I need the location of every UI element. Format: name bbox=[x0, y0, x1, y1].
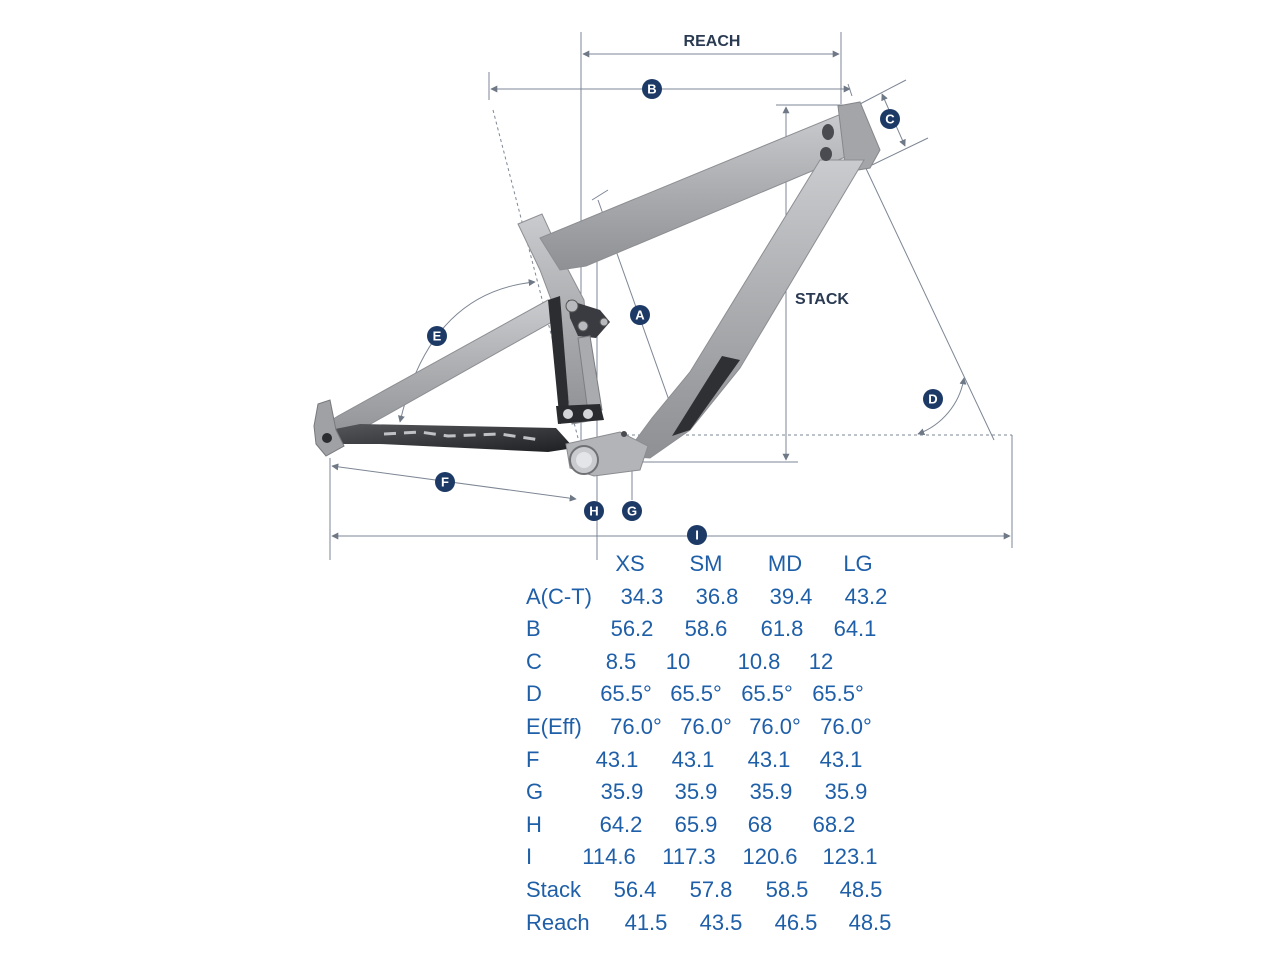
badge-g: G bbox=[622, 501, 642, 521]
bike-frame bbox=[313, 101, 881, 477]
svg-text:E: E bbox=[433, 329, 442, 344]
cell-sm: 65.9 bbox=[674, 811, 718, 837]
cell-lg: 35.9 bbox=[824, 779, 868, 805]
cell-lg: 12 bbox=[808, 648, 834, 674]
row-label: C bbox=[526, 648, 542, 674]
header-sm: SM bbox=[689, 551, 723, 576]
cell-lg: 123.1 bbox=[822, 844, 878, 870]
row-label: A(C-T) bbox=[526, 583, 592, 609]
cell-xs: 56.2 bbox=[610, 616, 654, 642]
badge-d: D bbox=[923, 389, 943, 409]
cell-md: 35.9 bbox=[749, 779, 793, 805]
cell-lg: 43.2 bbox=[844, 583, 888, 609]
cell-xs: 65.5° bbox=[600, 681, 652, 707]
cell-xs: 56.4 bbox=[613, 876, 657, 902]
badge-i: I bbox=[687, 525, 707, 545]
cell-lg: 65.5° bbox=[812, 681, 864, 707]
row-label: Stack bbox=[526, 876, 582, 902]
cell-xs: 41.5 bbox=[624, 909, 668, 935]
svg-text:I: I bbox=[695, 528, 699, 543]
row-label: D bbox=[526, 681, 542, 707]
table-header-row: XS SM MD LG bbox=[524, 548, 904, 581]
cell-sm: 57.8 bbox=[689, 876, 733, 902]
frame-geometry-diagram: REACH STACK B C A E D F H bbox=[313, 32, 1013, 560]
cell-lg: 68.2 bbox=[812, 811, 856, 837]
badge-b: B bbox=[642, 79, 662, 99]
cell-xs: 35.9 bbox=[600, 779, 644, 805]
table-row: A(C-T) 34.3 36.8 39.4 43.2 bbox=[524, 581, 904, 614]
cell-lg: 64.1 bbox=[833, 616, 877, 642]
table-row: F 43.1 43.1 43.1 43.1 bbox=[524, 744, 904, 777]
cell-lg: 48.5 bbox=[839, 876, 883, 902]
row-label: F bbox=[526, 746, 540, 772]
table-row: H 64.2 65.9 68 68.2 bbox=[524, 809, 904, 842]
table-row: Stack 56.4 57.8 58.5 48.5 bbox=[524, 874, 904, 907]
cell-sm: 58.6 bbox=[684, 616, 728, 642]
cell-md: 46.5 bbox=[774, 909, 818, 935]
svg-text:B: B bbox=[647, 82, 656, 97]
cell-xs: 34.3 bbox=[620, 583, 664, 609]
svg-text:C: C bbox=[885, 112, 895, 127]
svg-text:D: D bbox=[928, 392, 937, 407]
table-row: B 56.2 58.6 61.8 64.1 bbox=[524, 613, 904, 646]
header-lg: LG bbox=[843, 551, 873, 576]
cell-sm: 43.5 bbox=[699, 909, 743, 935]
row-label: B bbox=[526, 616, 541, 642]
cell-md: 43.1 bbox=[747, 746, 791, 772]
cell-sm: 36.8 bbox=[695, 583, 739, 609]
cell-sm: 10 bbox=[665, 648, 691, 674]
geometry-table: XS SM MD LG A(C-T) 34.3 36.8 39.4 43.2 B… bbox=[524, 548, 904, 939]
cell-xs: 64.2 bbox=[599, 811, 643, 837]
row-label: Reach bbox=[526, 909, 590, 935]
cell-md: 76.0° bbox=[749, 713, 801, 739]
table-row: G 35.9 35.9 35.9 35.9 bbox=[524, 776, 904, 809]
cell-md: 61.8 bbox=[760, 616, 804, 642]
cell-sm: 117.3 bbox=[662, 844, 716, 870]
stack-label: STACK bbox=[795, 291, 849, 308]
row-label: G bbox=[526, 779, 544, 805]
cell-xs: 43.1 bbox=[595, 746, 639, 772]
header-md: MD bbox=[767, 551, 803, 576]
cell-sm: 65.5° bbox=[670, 681, 722, 707]
svg-text:H: H bbox=[589, 504, 598, 519]
cell-md: 65.5° bbox=[741, 681, 793, 707]
cell-sm: 76.0° bbox=[680, 713, 732, 739]
cell-md: 120.6 bbox=[742, 844, 798, 870]
svg-text:A: A bbox=[635, 308, 645, 323]
badge-f: F bbox=[435, 472, 455, 492]
table-row: D 65.5° 65.5° 65.5° 65.5° bbox=[524, 678, 904, 711]
svg-text:G: G bbox=[627, 504, 637, 519]
table-row: E(Eff) 76.0° 76.0° 76.0° 76.0° bbox=[524, 711, 904, 744]
cell-md: 39.4 bbox=[769, 583, 813, 609]
row-label: E(Eff) bbox=[526, 713, 582, 739]
row-label: H bbox=[526, 811, 542, 837]
table-row: I 114.6 117.3 120.6 123.1 bbox=[524, 841, 904, 874]
cell-sm: 43.1 bbox=[671, 746, 715, 772]
badge-h: H bbox=[584, 501, 604, 521]
header-xs: XS bbox=[615, 551, 645, 576]
cell-xs: 76.0° bbox=[610, 713, 662, 739]
cell-md: 58.5 bbox=[765, 876, 809, 902]
badge-c: C bbox=[880, 109, 900, 129]
badge-a: A bbox=[630, 305, 650, 325]
cell-lg: 76.0° bbox=[820, 713, 872, 739]
row-label: I bbox=[526, 844, 533, 870]
badge-e: E bbox=[427, 326, 447, 346]
cell-lg: 48.5 bbox=[848, 909, 892, 935]
cell-xs: 8.5 bbox=[605, 648, 637, 674]
cell-md: 10.8 bbox=[737, 648, 781, 674]
dimension-lines bbox=[329, 32, 1013, 560]
cell-md: 68 bbox=[747, 811, 773, 837]
cell-lg: 43.1 bbox=[819, 746, 863, 772]
cell-sm: 35.9 bbox=[674, 779, 718, 805]
cell-xs: 114.6 bbox=[582, 844, 636, 870]
reach-label: REACH bbox=[684, 33, 741, 50]
svg-text:F: F bbox=[441, 475, 449, 490]
table-row: Reach 41.5 43.5 46.5 48.5 bbox=[524, 907, 904, 940]
table-row: C 8.5 10 10.8 12 bbox=[524, 646, 904, 679]
